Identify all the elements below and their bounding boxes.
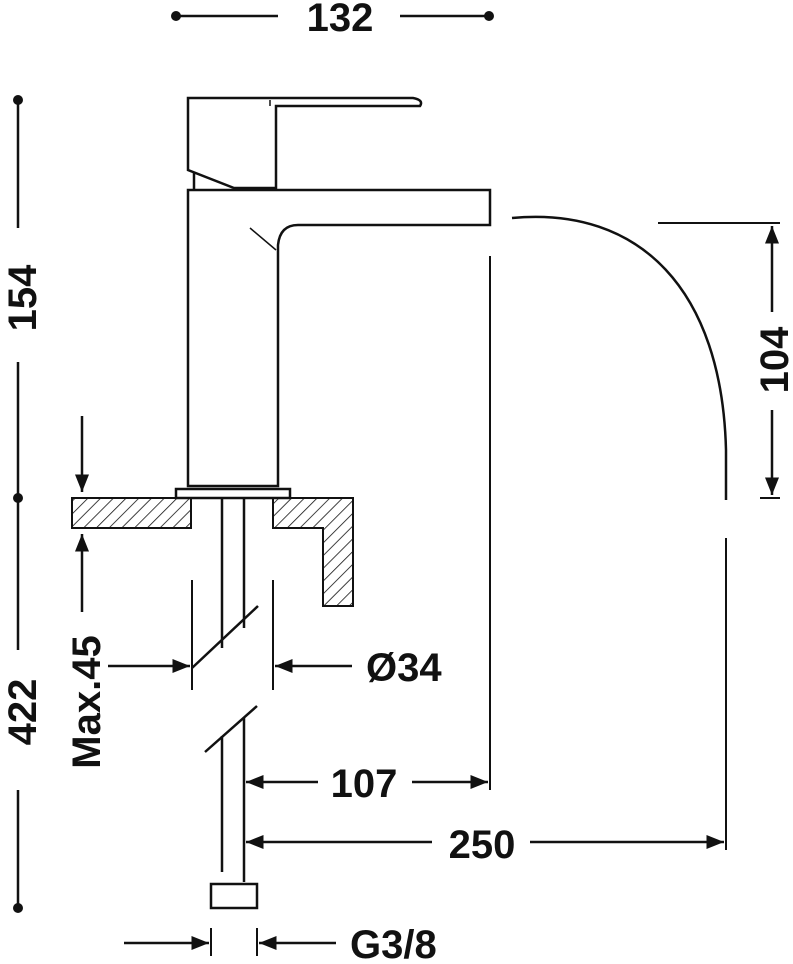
dimension-label-250: 250 — [449, 823, 516, 867]
faucet-body — [174, 96, 492, 500]
dimension-spout-height: 104 — [658, 222, 793, 499]
dimension-label-422: 422 — [1, 679, 45, 746]
dimension-label-107: 107 — [331, 762, 398, 806]
dimension-label-104: 104 — [753, 326, 793, 393]
supply-tube — [191, 498, 259, 910]
countertop-section — [71, 497, 354, 607]
dimension-label-diameter: Ø34 — [366, 646, 442, 690]
dimension-connection-thread: G3/8 — [124, 923, 437, 964]
dimension-label-154: 154 — [1, 264, 45, 331]
dimension-left-height: 154 422 — [1, 95, 45, 913]
dimension-counter-thickness: Max.45 — [65, 416, 109, 769]
dimension-flow-reach: 250 — [246, 823, 724, 867]
dimension-top-width: 132 — [171, 0, 494, 40]
dimension-label-max45: Max.45 — [65, 635, 109, 768]
dimension-label-132: 132 — [307, 0, 374, 40]
dimension-label-thread: G3/8 — [350, 923, 437, 964]
dimension-spout-reach: 107 — [246, 256, 491, 806]
dimension-tube-diameter: Ø34 — [108, 580, 442, 690]
water-flow — [511, 215, 728, 850]
